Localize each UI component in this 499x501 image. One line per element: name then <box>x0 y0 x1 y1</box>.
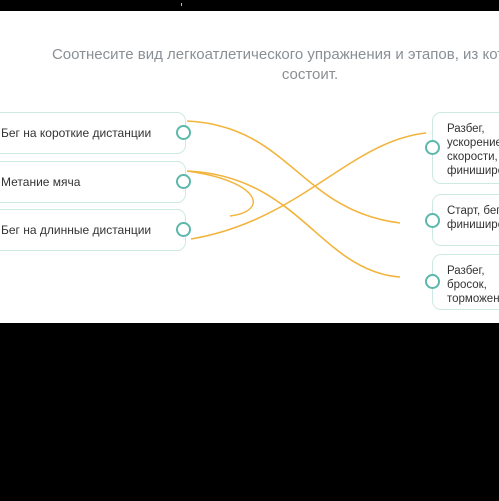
left-item-short-distance-run[interactable]: Бег на короткие дистанции <box>0 112 186 154</box>
left-item-label: Бег на длинные дистанции <box>1 223 152 237</box>
right-connector-handle-1[interactable] <box>425 140 440 155</box>
right-item-run-up-acceleration[interactable]: Разбег, ускорение скорости, финишировани… <box>432 112 499 184</box>
top-bar-mark <box>181 3 182 6</box>
right-connector-handle-3[interactable] <box>425 274 440 289</box>
connection-line <box>190 132 427 240</box>
right-item-label: Разбег, бросок, торможение <box>447 265 499 305</box>
left-item-label: Метание мяча <box>1 175 81 189</box>
connection-line <box>186 170 401 278</box>
left-item-long-distance-run[interactable]: Бег на длинные дистанции <box>0 209 186 251</box>
connection-line <box>186 120 401 224</box>
right-item-label: Разбег, ускорение скорости, финишировани… <box>447 123 499 177</box>
left-connector-handle-1[interactable] <box>176 125 191 140</box>
right-item-run-up-throw-brake[interactable]: Разбег, бросок, торможение <box>432 254 499 310</box>
right-item-label: Старт, бег, финиширование <box>447 205 499 231</box>
connection-line <box>186 170 254 217</box>
left-connector-handle-2[interactable] <box>176 174 191 189</box>
left-connector-handle-3[interactable] <box>176 222 191 237</box>
left-item-ball-throw[interactable]: Метание мяча <box>0 161 186 203</box>
matching-question-panel: Соотнесите вид легкоатлетического упражн… <box>0 11 499 323</box>
top-bar <box>0 0 499 11</box>
question-text: Соотнесите вид легкоатлетического упражн… <box>51 46 499 83</box>
right-item-start-run-finish[interactable]: Старт, бег, финиширование <box>432 194 499 246</box>
left-item-label: Бег на короткие дистанции <box>1 126 152 140</box>
right-connector-handle-2[interactable] <box>425 213 440 228</box>
